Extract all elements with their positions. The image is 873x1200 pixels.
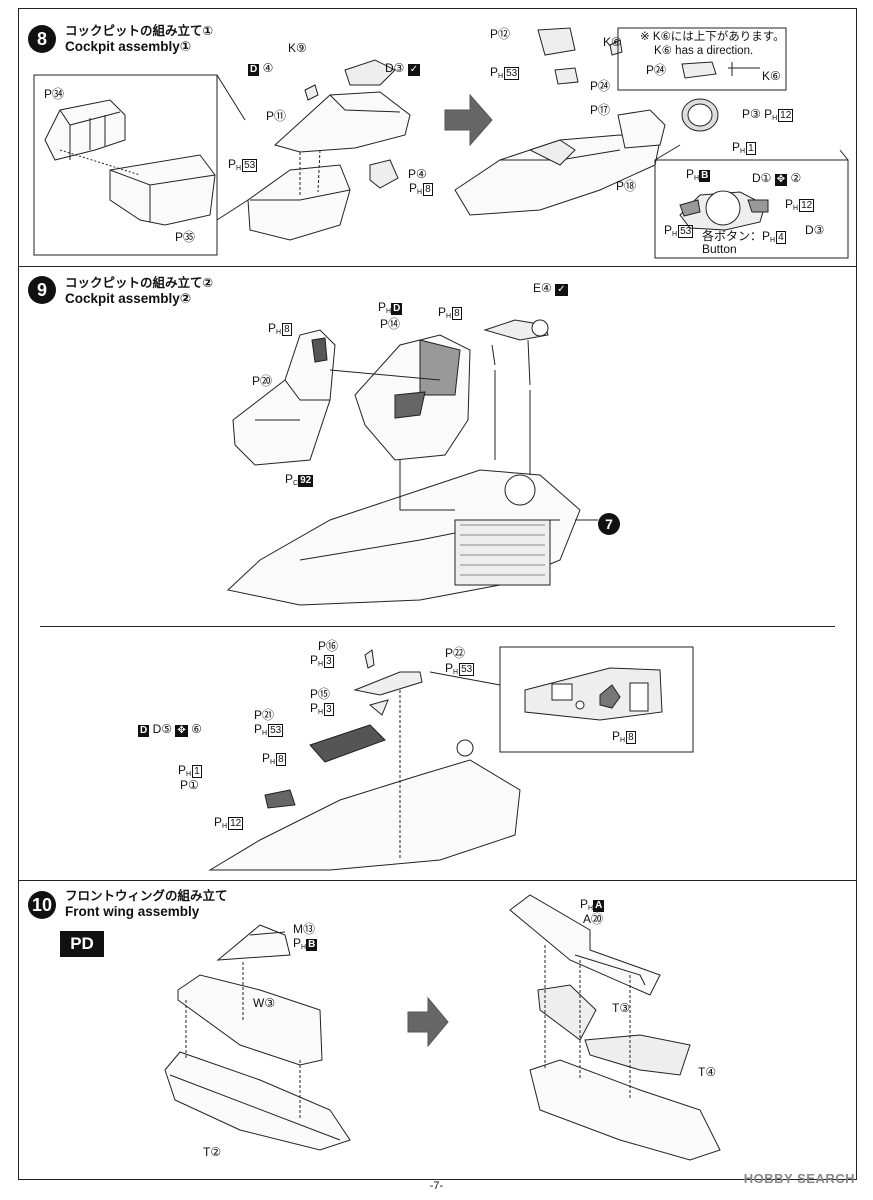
step-title-en: Cockpit assembly①	[65, 39, 192, 54]
step-divider	[18, 880, 857, 881]
part-label: D① ✥ ②	[752, 171, 802, 186]
part-label: P㉔	[590, 79, 611, 93]
part-label: P㉟	[175, 230, 196, 244]
part-label: T③	[612, 1001, 631, 1015]
part-label: P㉞	[44, 87, 65, 101]
part-label: K⑥	[762, 69, 781, 83]
step-title: コックピットの組み立て① Cockpit assembly①	[65, 24, 213, 54]
step-number: 8	[28, 25, 56, 53]
inset-box-p34	[33, 74, 218, 256]
substep-divider	[40, 626, 835, 627]
part-label: A⑳	[583, 912, 604, 926]
part-label: P⑭	[380, 317, 401, 331]
step-title: フロントウィングの組み立て Front wing assembly	[65, 889, 228, 919]
part-label: P⑰	[590, 103, 611, 117]
step-number: 10	[28, 891, 56, 919]
part-label: K⑥	[603, 35, 622, 49]
part-label: P⑳	[252, 374, 273, 388]
part-label: P㉔	[646, 63, 667, 77]
note-en: K⑥ has a direction.	[654, 45, 754, 57]
step-title-jp: コックピットの組み立て②	[65, 276, 214, 290]
step-divider	[18, 266, 857, 267]
part-label: T②	[203, 1145, 222, 1159]
step-title-en: Front wing assembly	[65, 904, 200, 919]
step-title-jp: コックピットの組み立て①	[65, 24, 214, 38]
button-note-en: Button	[702, 242, 737, 256]
part-label: P⑪	[266, 109, 287, 123]
part-label: P⑯	[318, 639, 339, 653]
page-number: -7-	[429, 1180, 444, 1192]
part-label: M⑬	[293, 922, 315, 936]
part-label: K⑨	[288, 41, 307, 55]
part-label: P㉑	[254, 708, 275, 722]
note-jp: ※ K⑥には上下があります。	[640, 31, 785, 43]
part-label: P㉒	[445, 646, 466, 660]
step-title: コックピットの組み立て② Cockpit assembly②	[65, 276, 213, 306]
step-title-jp: フロントウィングの組み立て	[65, 889, 228, 903]
part-label: E④ ✓	[533, 281, 568, 296]
part-label: P①	[180, 778, 199, 792]
part-label: P⑮	[310, 687, 331, 701]
part-label: D③	[805, 223, 825, 237]
step-number: 9	[28, 276, 56, 304]
part-label: P④	[408, 167, 427, 181]
page-frame	[18, 8, 857, 1180]
watermark: HOBBY SEARCH	[743, 1171, 855, 1186]
part-label: W③	[253, 996, 276, 1010]
ref-step-7: 7	[598, 513, 620, 535]
part-label: D D⑤ ✥ ⑥	[138, 722, 202, 737]
part-label: P⑱	[616, 179, 637, 193]
pd-icon: PD	[60, 931, 104, 957]
part-label: P⑫	[490, 27, 511, 41]
part-label: T④	[698, 1065, 717, 1079]
part-label: D ④	[248, 61, 274, 76]
step-title-en: Cockpit assembly②	[65, 291, 192, 306]
part-label: D③ ✓	[385, 61, 421, 76]
